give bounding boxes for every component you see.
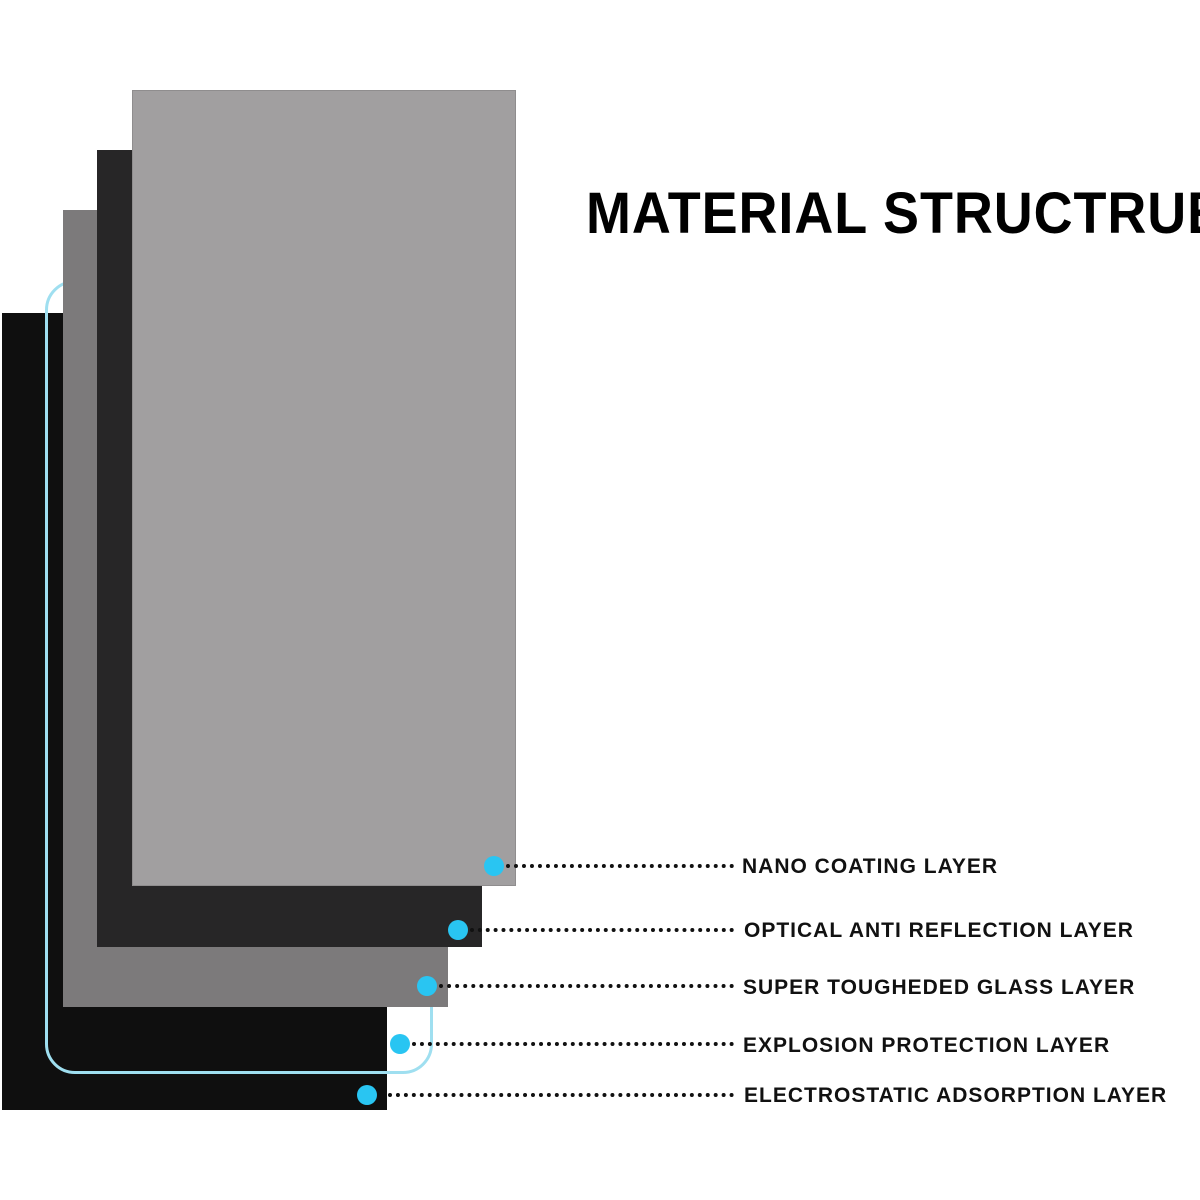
super-toughened-glass-leader-line [439,984,734,988]
super-toughened-glass-marker-dot [417,976,437,996]
diagram-title: MATERIAL STRUCTRUE [586,181,1200,246]
electrostatic-adsorption-marker-dot [357,1085,377,1105]
explosion-protection-marker-dot [390,1034,410,1054]
explosion-protection-label: EXPLOSION PROTECTION LAYER [743,1034,1111,1057]
electrostatic-adsorption-label: ELECTROSTATIC ADSORPTION LAYER [744,1084,1168,1107]
nano-coating-marker-dot [484,856,504,876]
explosion-protection-leader-line [412,1042,734,1046]
electrostatic-adsorption-leader-line [388,1093,734,1097]
optical-anti-reflection-label: OPTICAL ANTI REFLECTION LAYER [744,919,1134,942]
nano-coating-label: NANO COATING LAYER [742,855,999,878]
optical-anti-reflection-leader-line [470,928,734,932]
nano-coating-layer-sheet [132,90,516,886]
nano-coating-leader-line [506,864,734,868]
optical-anti-reflection-marker-dot [448,920,468,940]
super-toughened-glass-label: SUPER TOUGHEDED GLASS LAYER [743,976,1136,999]
